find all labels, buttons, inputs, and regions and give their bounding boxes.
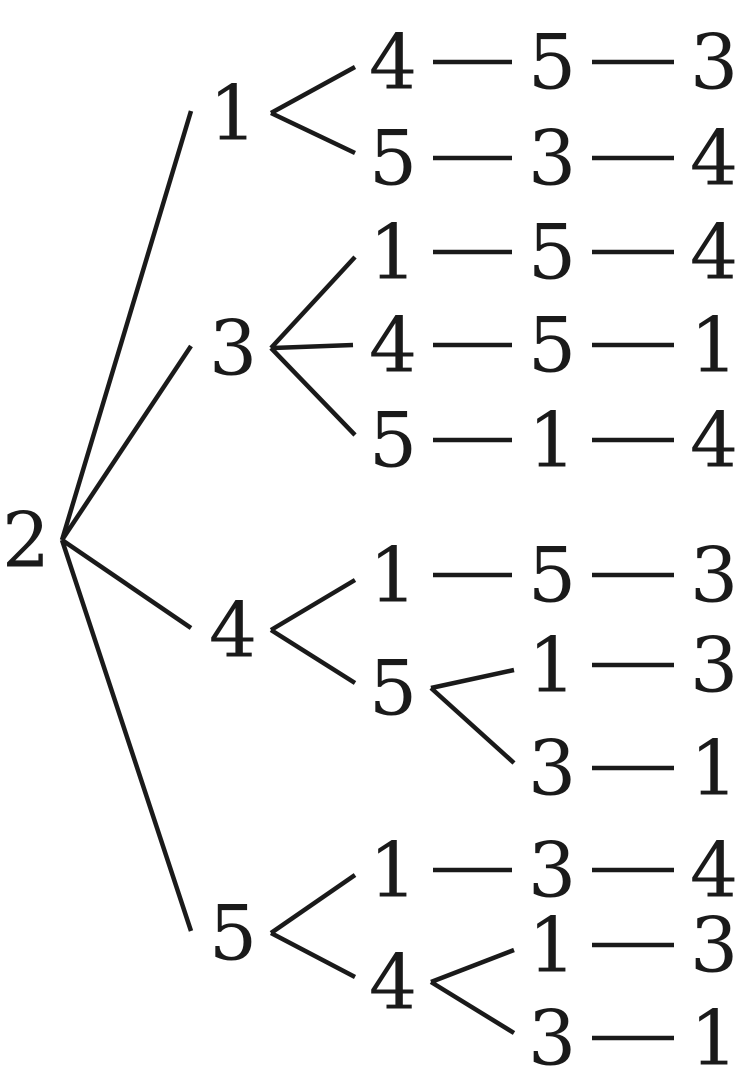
tree-node-0.0-label: 4 <box>369 18 417 107</box>
tree-node-3.0.0.0: 4 <box>690 826 738 915</box>
tree-edge-3.1.1 <box>429 980 516 1035</box>
tree-edge-3 <box>59 539 194 932</box>
tree-edge-1.2 <box>269 346 357 437</box>
tree-edge-2.0 <box>269 578 357 632</box>
tree-node-0.0.0.0: 3 <box>690 18 738 107</box>
tree-edge-2 <box>60 538 193 630</box>
tree-node-3.1.0.0-label: 3 <box>690 901 738 990</box>
tree-edge-3.1.0 <box>430 947 515 985</box>
tree-node-1.1.0: 5 <box>528 301 576 390</box>
tree-node-1.1: 4 <box>369 301 417 390</box>
tree-node-3.1.1.0-label: 1 <box>690 994 738 1083</box>
tree-node-3.0-label: 1 <box>369 826 417 915</box>
tree-node-2.1.1: 3 <box>528 724 576 813</box>
tree-node-1.0-label: 1 <box>369 208 417 297</box>
tree-node-2.0.0.0: 3 <box>690 531 738 620</box>
tree-node-0.0.0: 5 <box>528 18 576 107</box>
tree-node-0.1-label: 5 <box>369 114 417 203</box>
tree-edge-0 <box>59 110 194 541</box>
tree-node-2.1.1.0: 1 <box>690 724 738 813</box>
tree-node-2.1-label: 5 <box>369 644 417 733</box>
tree-node-3: 5 <box>209 889 257 978</box>
tree-node-1.0.0.0: 4 <box>690 208 738 297</box>
tree-node-0: 1 <box>209 69 257 158</box>
tree-node-2.1: 5 <box>369 644 417 733</box>
tree-node-1.2.0: 1 <box>528 396 576 485</box>
tree-node-0.1.0.0: 4 <box>690 114 738 203</box>
tree-node-3.1.0: 1 <box>528 901 576 990</box>
tree-node-1.1.0-label: 5 <box>528 301 576 390</box>
tree-node-0.1.0-label: 3 <box>528 114 576 203</box>
tree-node-2.1.1-label: 3 <box>528 724 576 813</box>
tree-edge-2.1 <box>269 628 357 685</box>
tree-node-0.0: 4 <box>369 18 417 107</box>
tree-node-0.1: 5 <box>369 114 417 203</box>
tree-node-2.1.1.0-label: 1 <box>690 724 738 813</box>
tree-node-1.1.0.0: 1 <box>690 301 738 390</box>
tree-node-1.2-label: 5 <box>369 396 417 485</box>
tree-node-2: 4 <box>209 586 257 675</box>
tree-edge-0.1 <box>270 110 356 156</box>
tree-edge-1 <box>60 344 193 542</box>
tree-node-2.0.0.0-label: 3 <box>690 531 738 620</box>
tree-node-3.1.0-label: 1 <box>528 901 576 990</box>
tree-node-0.0.0-label: 5 <box>528 18 576 107</box>
tree-node-0.1.0.0-label: 4 <box>690 114 738 203</box>
tree-node-2.1.0.0-label: 3 <box>690 621 738 710</box>
tree-node-2.0-label: 1 <box>369 531 417 620</box>
tree-node-1-label: 3 <box>209 304 257 393</box>
tree-node-2.1.0.0: 3 <box>690 621 738 710</box>
tree-node-1: 3 <box>209 304 257 393</box>
tree-node-3.1-label: 4 <box>369 938 417 1027</box>
tree-node-1.2.0-label: 1 <box>528 396 576 485</box>
tree-node-3.1: 4 <box>369 938 417 1027</box>
tree-node-root-label: 2 <box>2 496 50 585</box>
tree-node-3.1.1.0: 1 <box>690 994 738 1083</box>
tree-node-2.0: 1 <box>369 531 417 620</box>
tree-edge-3.0 <box>269 873 357 935</box>
tree-node-3.1.1-label: 3 <box>528 994 576 1083</box>
tree-edge-1.0 <box>269 255 357 350</box>
tree-edge-1.1 <box>272 342 354 351</box>
tree-node-0.1.0: 3 <box>528 114 576 203</box>
tree-node-2.0.0: 5 <box>528 531 576 620</box>
tree-edges <box>59 59 674 1041</box>
tree-node-3.1.0.0: 3 <box>690 901 738 990</box>
tree-edge-3.1 <box>269 931 357 979</box>
tree-node-3-label: 5 <box>209 889 257 978</box>
tree-edge-2.1.0 <box>430 667 515 691</box>
tree-node-3.0.0-label: 3 <box>528 826 576 915</box>
tree-node-1.0.0.0-label: 4 <box>690 208 738 297</box>
tree-node-3.0: 1 <box>369 826 417 915</box>
tree-node-1.1-label: 4 <box>369 301 417 390</box>
tree-edge-2.1.1 <box>429 686 516 765</box>
tree-node-0-label: 1 <box>209 69 257 158</box>
tree-edge-0.0 <box>269 65 357 115</box>
tree-node-1.0.0-label: 5 <box>528 208 576 297</box>
tree-node-2.1.0: 1 <box>528 621 576 710</box>
tree-node-1.2.0.0-label: 4 <box>690 396 738 485</box>
tree-node-3.0.0.0-label: 4 <box>690 826 738 915</box>
tree-node-2.0.0-label: 5 <box>528 531 576 620</box>
tree-node-root: 2 <box>2 496 50 585</box>
tree-node-0.0.0.0-label: 3 <box>690 18 738 107</box>
tree-node-3.0.0: 3 <box>528 826 576 915</box>
tree-node-1.0.0: 5 <box>528 208 576 297</box>
tree-node-3.1.1: 3 <box>528 994 576 1083</box>
tree-node-1.2.0.0: 4 <box>690 396 738 485</box>
tree-node-1.1.0.0-label: 1 <box>690 301 738 390</box>
tree-node-2-label: 4 <box>209 586 257 675</box>
tree-node-1.2: 5 <box>369 396 417 485</box>
tree-node-1.0: 1 <box>369 208 417 297</box>
tree-node-2.1.0-label: 1 <box>528 621 576 710</box>
